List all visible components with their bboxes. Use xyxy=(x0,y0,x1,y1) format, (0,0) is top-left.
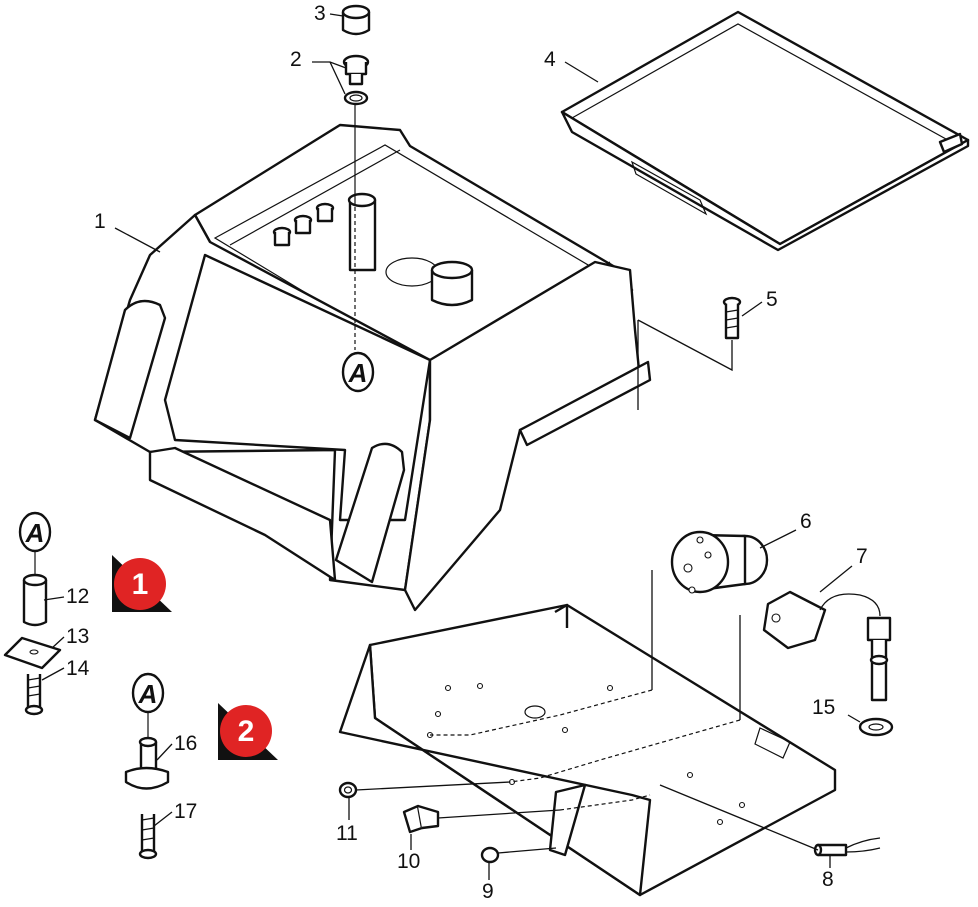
part-label: 4 xyxy=(544,48,556,71)
part-label: 13 xyxy=(66,625,89,648)
foot-pad-part xyxy=(402,804,440,834)
lid-part xyxy=(560,10,970,252)
part-number-labels: 1 2 3 4 5 6 7 8 9 10 11 12 13 14 15 16 1… xyxy=(66,2,868,903)
reference-letter: A xyxy=(348,358,368,388)
part-label: 15 xyxy=(812,696,835,719)
reference-mark-a xyxy=(341,351,375,393)
part-label: 11 xyxy=(336,822,358,845)
detail-callout-badge-2: 2 xyxy=(218,703,278,760)
part-label: 10 xyxy=(397,850,420,873)
nut-part xyxy=(338,781,358,799)
part-label: 12 xyxy=(66,585,89,608)
cap-part xyxy=(341,4,371,36)
part-label: 3 xyxy=(314,2,326,25)
connector-part xyxy=(342,54,370,106)
detail-callout-number-1: 1 xyxy=(132,568,149,601)
detail-group-1 xyxy=(3,511,62,716)
housing-part xyxy=(93,123,652,612)
base-plate-part xyxy=(338,603,837,897)
reference-letter: A xyxy=(25,518,45,548)
part-label: 1 xyxy=(94,210,106,233)
part-label: 17 xyxy=(174,800,197,823)
part-label: 5 xyxy=(766,288,778,311)
switch-part xyxy=(762,590,892,702)
part-label: 8 xyxy=(822,868,834,891)
detail-group-2 xyxy=(124,672,170,860)
part-label: 9 xyxy=(482,880,494,903)
cable-part xyxy=(813,837,881,857)
part-label: 16 xyxy=(174,732,197,755)
washer-part xyxy=(858,717,894,737)
part-label: 2 xyxy=(290,48,302,71)
motor-part xyxy=(670,530,769,594)
reference-letter: A xyxy=(138,679,158,709)
plug-part xyxy=(480,846,500,864)
screw-part xyxy=(722,296,742,340)
part-label: 6 xyxy=(800,510,812,533)
detail-callout-badge-1: 1 xyxy=(112,555,172,612)
part-label: 14 xyxy=(66,657,90,680)
housing-tubes xyxy=(272,192,474,307)
detail-callout-number-2: 2 xyxy=(238,715,255,748)
part-label: 7 xyxy=(856,545,868,568)
